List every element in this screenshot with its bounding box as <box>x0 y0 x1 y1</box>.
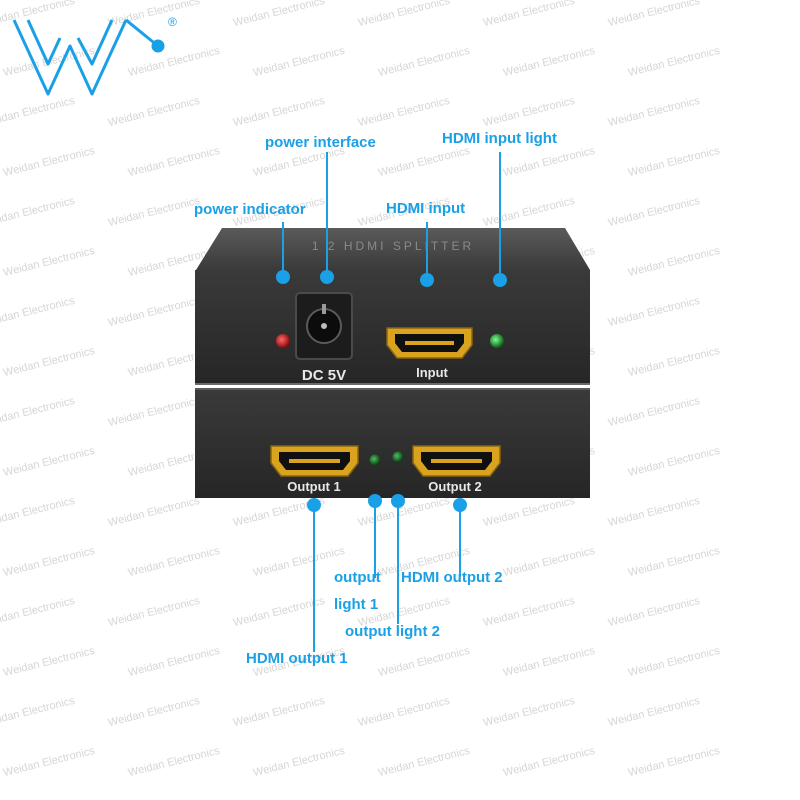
hdmi-output-1-port-label: Output 1 <box>287 479 340 494</box>
registered-mark: ® <box>168 15 177 29</box>
dot-output-light-1 <box>368 494 382 508</box>
dot-hdmi-input <box>420 273 434 287</box>
callout-hdmi-output-1: HDMI output 1 <box>246 650 348 667</box>
top-unit-lid <box>196 228 590 270</box>
dot-hdmi-output-1 <box>307 498 321 512</box>
power-port <box>295 292 353 360</box>
callout-power-interface: power interface <box>265 134 376 151</box>
hdmi-input-light-led <box>490 334 504 348</box>
power-indicator-led <box>276 334 290 348</box>
logo-mark-icon <box>12 18 165 96</box>
output-light-1-led <box>369 454 381 466</box>
hdmi-output-1-port <box>270 445 359 477</box>
dot-hdmi-output-2 <box>453 498 467 512</box>
callout-output-light-1-line2: light 1 <box>334 596 379 613</box>
callout-output-light-1-line1: output <box>334 569 381 586</box>
top-unit-lid-text: 1 2 HDMI SPLITTER <box>312 239 474 253</box>
leader-lines <box>282 152 501 652</box>
callout-hdmi-output-2: HDMI output 2 <box>401 569 503 586</box>
output-light-2-led <box>392 451 404 463</box>
callout-power-indicator: power indicator <box>194 201 306 218</box>
dot-power-interface <box>320 270 334 284</box>
dot-output-light-2 <box>391 494 405 508</box>
top-unit: 1 2 HDMI SPLITTER DC 5V Input <box>195 228 590 385</box>
hdmi-output-2-port-label: Output 2 <box>428 479 481 494</box>
hdmi-output-2-port <box>412 445 501 477</box>
callout-hdmi-input: HDMI input <box>386 200 466 217</box>
bottom-unit: Output 1 Output 2 <box>195 388 590 498</box>
callout-hdmi-input-light: HDMI input light <box>442 130 557 147</box>
hdmi-input-port <box>386 327 473 359</box>
dot-hdmi-input-light <box>493 273 507 287</box>
hdmi-input-port-label: Input <box>416 365 448 380</box>
callout-output-light-2: output light 2 <box>345 623 440 640</box>
weidan-logo: ® <box>12 15 177 96</box>
power-port-label: DC 5V <box>302 367 346 384</box>
dot-power-indicator <box>276 270 290 284</box>
leader-dots <box>276 270 507 512</box>
bottom-unit-face <box>195 388 590 498</box>
